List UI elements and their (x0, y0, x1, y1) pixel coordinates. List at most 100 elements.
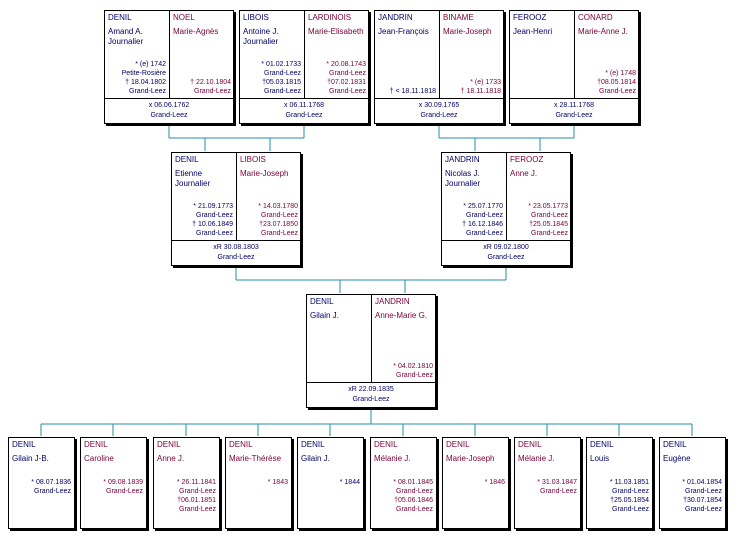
great-grandparents-1-husband-event-place: Grand-Leez (129, 88, 166, 95)
child-1-event-date: * 08.07.1836 (31, 479, 71, 486)
great-grandparents-4-marriage-date: x 28.11.1768 (554, 102, 594, 109)
child-3-event-place: Grand-Leez (179, 488, 216, 495)
great-grandparents-2-wife-event-date: †07.02.1831 (327, 79, 366, 86)
child-4-person: DENIL Marie-Thérèse * 1843 (226, 438, 291, 528)
great-grandparents-2-husband-surname: LIBOIS (243, 13, 269, 22)
grandparents-2-marriage-date: xR 09.02.1800 (483, 244, 529, 251)
great-grandparents-4-wife-surname: CONARD (578, 13, 613, 22)
parents-marriage-date: xR 22.09.1835 (348, 386, 394, 393)
grandparents-2-wife-given-name: Anne J. (510, 169, 538, 178)
great-grandparents-3-wife-event-date: * (e) 1733 (470, 79, 501, 86)
great-grandparents-2-husband-event-place: Grand-Leez (264, 88, 301, 95)
child-8-given-name: Mélanie J. (518, 454, 555, 463)
child-5-events: * 1844 (340, 478, 360, 487)
child-7-surname: DENIL (446, 440, 470, 449)
grandparents-2-marriage-place: Grand-Leez (487, 254, 525, 261)
grandparents-1-husband-event-date: † 10.06.1849 (192, 221, 233, 228)
great-grandparents-3-husband-given-name: Jean-François (378, 27, 429, 36)
great-grandparents-3-marriage-place: Grand-Leez (420, 112, 458, 119)
grandparents-2-husband-event-date: † 16.12.1846 (462, 221, 503, 228)
great-grandparents-1-wife-event-place: Grand-Leez (194, 88, 231, 95)
grandparents-2-husband-given-name: Nicolas J. Journalier (445, 169, 481, 188)
child-6-event-date: * 08.01.1845 (393, 479, 433, 486)
parents-wife-surname: JANDRIN (375, 297, 410, 306)
grandparents-2-husband-event-place: Grand-Leez (466, 212, 503, 219)
parents-wife-event-date: * 04.02.1810 (393, 363, 433, 370)
child-3-event-date: †06.01.1851 (177, 497, 216, 504)
child-9-event-date: * 11.03.1851 (609, 479, 649, 486)
child-5-given-name: Gilain J. (301, 454, 330, 463)
great-grandparents-4-wife-event-date: * (e) 1748 (605, 70, 636, 77)
child-4-event-date: * 1843 (267, 479, 288, 486)
child-1-given-name: Gilain J-B. (12, 454, 49, 463)
great-grandparents-4-husband-person: FEROOZ Jean-Henri (510, 11, 574, 98)
great-grandparents-3-wife-given-name: Marie-Joseph (443, 27, 492, 36)
great-grandparents-1-husband-event-date: * (e) 1742 (135, 61, 166, 68)
child-8-event-date: * 31.03.1847 (537, 479, 577, 486)
child-4-surname: DENIL (229, 440, 253, 449)
grandparents-1-marriage-date: xR 30.08.1803 (213, 244, 259, 251)
child-6-event-place: Grand-Leez (396, 488, 433, 495)
great-grandparents-1-marriage-date: x 06.06.1762 (148, 102, 190, 109)
child-3-given-name: Anne J. (157, 454, 185, 463)
great-grandparents-2-wife-event-date: * 20.08.1743 (326, 61, 366, 68)
great-grandparents-2-wife-event-place: Grand-Leez (329, 88, 366, 95)
grandparents-1-husband-event-place: Grand-Leez (196, 230, 233, 237)
child-9-event-place: Grand-Leez (612, 506, 649, 513)
child-9-given-name: Louis (590, 454, 610, 463)
grandparents-1-wife-surname: LIBOIS (240, 155, 266, 164)
grandparents-1-wife-event-place: Grand-Leez (261, 212, 298, 219)
grandparents-2-wife-surname: FEROOZ (510, 155, 544, 164)
great-grandparents-2-marriage-place: Grand-Leez (285, 112, 323, 119)
child-3-event-date: * 26.11.1841 (176, 479, 216, 486)
child-4: DENIL Marie-Thérèse * 1843 (225, 437, 292, 529)
child-2-event-place: Grand-Leez (106, 488, 143, 495)
great-grandparents-2-wife-given-name: Marie-Elisabeth (308, 27, 364, 36)
grandparents-2-wife-event-date: †25.05.1845 (529, 221, 568, 228)
parents-wife-event-place: Grand-Leez (396, 372, 433, 379)
grandparents-2-husband-event-place: Grand-Leez (466, 230, 503, 237)
child-8-surname: DENIL (518, 440, 542, 449)
great-grandparents-4-husband-given-name: Jean-Henri (513, 27, 553, 36)
child-2-event-date: * 09.08.1839 (103, 479, 143, 486)
child-6-event-date: †05.06.1846 (394, 497, 433, 504)
child-4-given-name: Marie-Thérèse (229, 454, 282, 463)
great-grandparents-4-husband-surname: FEROOZ (513, 13, 547, 22)
parents-wife-given-name: Anne-Marie G. (375, 311, 428, 320)
child-6-surname: DENIL (374, 440, 398, 449)
child-10-event-place: Grand-Leez (685, 506, 722, 513)
grandparents-2-husband-surname: JANDRIN (445, 155, 480, 164)
grandparents-1-marriage-place: Grand-Leez (217, 254, 255, 261)
great-grandparents-4-wife-given-name: Marie-Anne J. (578, 27, 628, 36)
grandparents-2-wife-event-place: Grand-Leez (531, 212, 568, 219)
great-grandparents-2-marriage-date: x 06.11.1768 (284, 102, 324, 109)
child-5-surname: DENIL (301, 440, 325, 449)
grandparents-1-husband-event-date: * 21.09.1773 (193, 203, 233, 210)
